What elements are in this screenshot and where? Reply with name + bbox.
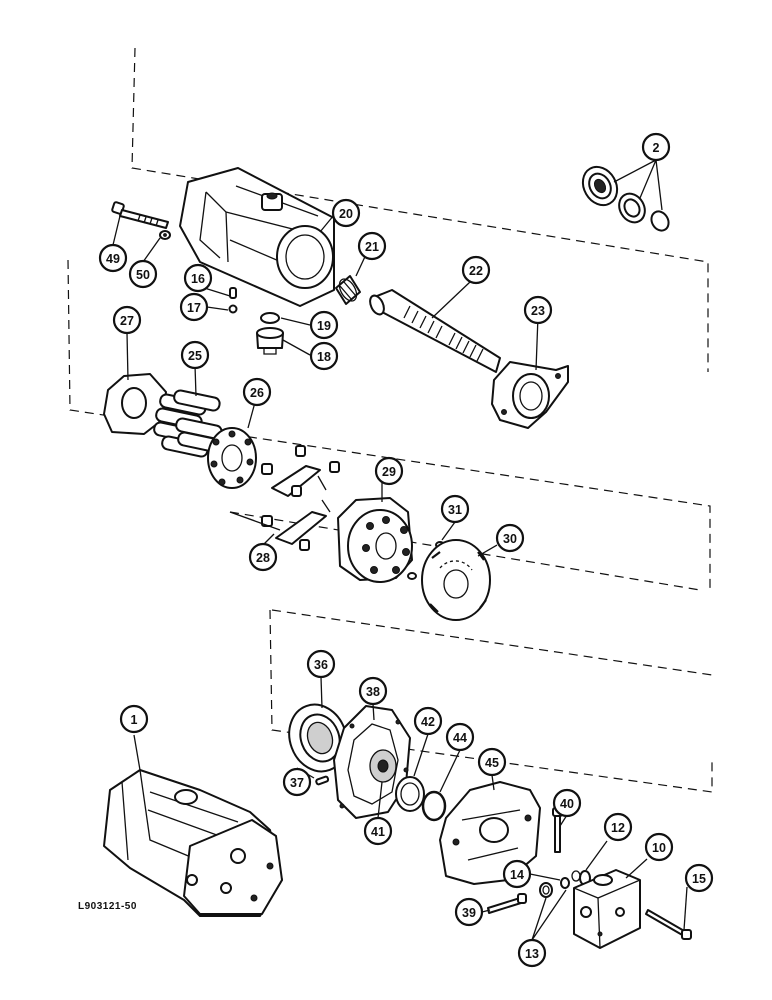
callout-31: 31 <box>440 494 470 524</box>
part-50-washer <box>159 230 171 240</box>
figure-code: L903121-50 <box>78 901 137 912</box>
svg-text:44: 44 <box>453 731 467 745</box>
leader-lines <box>112 159 688 941</box>
callout-19: 19 <box>309 310 339 340</box>
callout-37: 37 <box>282 767 312 797</box>
svg-text:25: 25 <box>188 349 202 363</box>
svg-text:12: 12 <box>611 821 625 835</box>
callout-41: 41 <box>363 816 393 846</box>
part-41-gear <box>369 749 397 783</box>
callout-39: 39 <box>454 897 484 927</box>
svg-text:38: 38 <box>366 685 380 699</box>
callout-27: 27 <box>112 305 142 335</box>
part-2-seal-kit <box>581 165 670 232</box>
part-19-o-ring <box>260 312 280 324</box>
svg-text:28: 28 <box>256 551 270 565</box>
svg-text:20: 20 <box>339 207 353 221</box>
svg-text:49: 49 <box>106 252 120 266</box>
callout-25: 25 <box>180 340 210 370</box>
svg-text:31: 31 <box>448 503 462 517</box>
callout-49: 49 <box>98 243 128 273</box>
part-23-bearing-cap <box>491 361 569 429</box>
part-14-seal <box>560 877 570 889</box>
part-16-pin <box>229 287 237 299</box>
callout-2: 2 <box>641 132 671 162</box>
part-13-o-ring <box>539 882 553 898</box>
callout-44: 44 <box>445 722 475 752</box>
callout-50: 50 <box>128 259 158 289</box>
svg-text:37: 37 <box>290 776 304 790</box>
svg-text:21: 21 <box>365 240 379 254</box>
part-44-o-ring <box>421 790 447 822</box>
part-15-bolt <box>645 909 692 940</box>
svg-text:13: 13 <box>525 947 539 961</box>
callout-12: 12 <box>603 812 633 842</box>
callout-26: 26 <box>242 377 272 407</box>
callout-20: 20 <box>331 198 361 228</box>
svg-text:40: 40 <box>560 797 574 811</box>
part-49-bolt <box>111 201 169 229</box>
svg-text:10: 10 <box>652 841 666 855</box>
callout-18: 18 <box>309 341 339 371</box>
svg-text:27: 27 <box>120 314 134 328</box>
callout-13: 13 <box>517 938 547 968</box>
callout-22: 22 <box>461 255 491 285</box>
part-30-valve-plate <box>421 539 491 621</box>
callout-14: 14 <box>502 859 532 889</box>
part-20-pump-housing <box>179 167 335 307</box>
part-10-valve-block <box>573 869 641 949</box>
svg-text:17: 17 <box>187 301 201 315</box>
svg-text:41: 41 <box>371 825 385 839</box>
svg-text:22: 22 <box>469 264 483 278</box>
callout-15: 15 <box>684 863 714 893</box>
svg-text:39: 39 <box>462 906 476 920</box>
svg-text:26: 26 <box>250 386 264 400</box>
svg-text:1: 1 <box>131 713 138 727</box>
callout-40: 40 <box>552 788 582 818</box>
callout-1: 1 <box>119 704 149 734</box>
callout-45: 45 <box>477 747 507 777</box>
part-29-cylinder-block <box>337 497 413 583</box>
part-22-drive-shaft <box>369 289 501 373</box>
svg-text:42: 42 <box>421 715 435 729</box>
svg-text:36: 36 <box>314 658 328 672</box>
svg-text:23: 23 <box>531 304 545 318</box>
svg-text:30: 30 <box>503 532 517 546</box>
part-17-ball <box>228 304 238 314</box>
part-1-pump-assembly <box>103 769 283 917</box>
callout-21: 21 <box>357 231 387 261</box>
part-28-hold-down-set <box>229 445 340 551</box>
svg-text:29: 29 <box>382 465 396 479</box>
callout-29: 29 <box>374 456 404 486</box>
svg-text:16: 16 <box>191 272 205 286</box>
callout-28: 28 <box>248 542 278 572</box>
part-39-bolt <box>487 893 527 914</box>
svg-text:19: 19 <box>317 319 331 333</box>
part-37-dowel <box>315 775 330 786</box>
part-42-bearing-cup <box>395 776 425 812</box>
callout-16: 16 <box>183 263 213 293</box>
svg-text:18: 18 <box>317 350 331 364</box>
callout-38: 38 <box>358 676 388 706</box>
callout-17: 17 <box>179 292 209 322</box>
callout-10: 10 <box>644 832 674 862</box>
svg-text:45: 45 <box>485 756 499 770</box>
callout-23: 23 <box>523 295 553 325</box>
svg-text:14: 14 <box>510 868 524 882</box>
svg-text:15: 15 <box>692 872 706 886</box>
part-18-plug <box>256 327 284 355</box>
part-26-retainer-plate <box>207 427 257 489</box>
svg-text:2: 2 <box>653 141 660 155</box>
callout-42: 42 <box>413 706 443 736</box>
svg-text:50: 50 <box>136 268 150 282</box>
part-21-bearing-cone <box>335 275 361 305</box>
callout-30: 30 <box>495 523 525 553</box>
part-25-pistons <box>153 389 225 458</box>
callout-36: 36 <box>306 649 336 679</box>
